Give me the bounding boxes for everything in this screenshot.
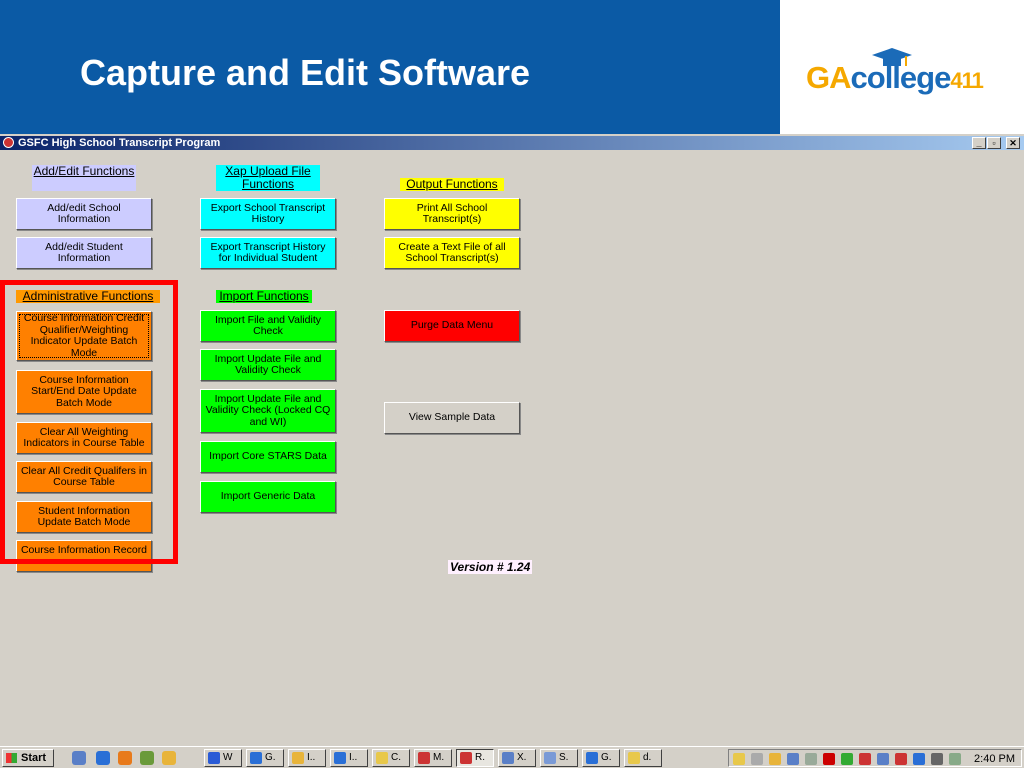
outlook-icon xyxy=(292,752,304,764)
admin-highlight-box xyxy=(0,280,178,564)
export-school-history-button[interactable]: Export School Transcript History xyxy=(200,198,336,230)
mail-icon[interactable] xyxy=(733,753,745,765)
taskbar-item[interactable]: X. xyxy=(498,749,536,767)
norton-icon[interactable] xyxy=(823,753,835,765)
xap-upload-functions-label: Xap Upload File Functions xyxy=(216,165,320,191)
window-titlebar[interactable]: GSFC High School Transcript Program _ ▫ … xyxy=(0,136,1024,150)
start-button[interactable]: Start xyxy=(2,749,54,767)
shield-icon[interactable] xyxy=(859,753,871,765)
app-icon xyxy=(460,752,472,764)
export-student-history-button[interactable]: Export Transcript History for Individual… xyxy=(200,237,336,269)
taskbar-item[interactable]: d. xyxy=(624,749,662,767)
windows-flag-icon xyxy=(6,753,17,763)
clear-credit-qualifiers-button[interactable]: Clear All Credit Qualifers in Course Tab… xyxy=(16,461,152,493)
taskbar-item[interactable]: G. xyxy=(246,749,284,767)
import-core-stars-button[interactable]: Import Core STARS Data xyxy=(200,441,336,473)
taskbar-item[interactable]: C. xyxy=(372,749,410,767)
print-all-transcripts-button[interactable]: Print All School Transcript(s) xyxy=(384,198,520,230)
mail-icon xyxy=(628,752,640,764)
import-validity-button[interactable]: Import File and Validity Check xyxy=(200,310,336,342)
clock: 2:40 PM xyxy=(974,753,1015,765)
outlook-icon[interactable] xyxy=(769,753,781,765)
printer-icon[interactable] xyxy=(751,753,763,765)
ie-icon xyxy=(334,752,346,764)
logo-text: GAcollege411 xyxy=(806,60,984,95)
output-functions-label: Output Functions xyxy=(400,178,504,191)
taskbar-item-active[interactable]: R. xyxy=(456,749,494,767)
view-sample-data-button[interactable]: View Sample Data xyxy=(384,402,520,434)
clear-weighting-indicators-button[interactable]: Clear All Weighting Indicators in Course… xyxy=(16,422,152,454)
monitor-icon[interactable] xyxy=(787,753,799,765)
app-quicklaunch-icon[interactable] xyxy=(140,751,154,765)
import-generic-data-button[interactable]: Import Generic Data xyxy=(200,481,336,513)
outlook-icon[interactable] xyxy=(162,751,176,765)
firefox-icon[interactable] xyxy=(118,751,132,765)
close-button[interactable]: ✕ xyxy=(1006,137,1020,149)
restore-button[interactable]: ▫ xyxy=(987,137,1001,149)
graduation-cap-icon xyxy=(872,48,912,66)
course-info-dates-batch-button[interactable]: Course Information Start/End Date Update… xyxy=(16,370,152,414)
administrative-functions-label: Administrative Functions xyxy=(16,290,160,303)
window-icon xyxy=(502,752,514,764)
folder-icon xyxy=(376,752,388,764)
word-icon xyxy=(208,752,220,764)
taskbar-item[interactable]: G. xyxy=(582,749,620,767)
taskbar-item[interactable]: W xyxy=(204,749,242,767)
taskbar-item[interactable]: M. xyxy=(414,749,452,767)
pen-icon[interactable] xyxy=(805,753,817,765)
add-edit-school-button[interactable]: Add/edit School Information xyxy=(16,198,152,230)
access-icon xyxy=(418,752,430,764)
wireless-icon[interactable] xyxy=(949,753,961,765)
ie-icon xyxy=(586,752,598,764)
display-icon[interactable] xyxy=(931,753,943,765)
purge-data-menu-button[interactable]: Purge Data Menu xyxy=(384,310,520,342)
alert-icon[interactable] xyxy=(895,753,907,765)
slide-title: Capture and Edit Software xyxy=(80,52,531,93)
taskbar-item[interactable]: I.. xyxy=(330,749,368,767)
ie-icon[interactable] xyxy=(96,751,110,765)
create-text-file-button[interactable]: Create a Text File of all School Transcr… xyxy=(384,237,520,269)
import-update-validity-button[interactable]: Import Update File and Validity Check xyxy=(200,349,336,381)
check-icon[interactable] xyxy=(841,753,853,765)
ie-icon xyxy=(250,752,262,764)
globe-icon[interactable] xyxy=(913,753,925,765)
course-info-credit-batch-button[interactable]: Course Information Credit Qualifier/Weig… xyxy=(16,311,152,361)
show-desktop-icon[interactable] xyxy=(72,751,86,765)
course-info-record-button[interactable]: Course Information Record xyxy=(16,540,152,572)
network-icon[interactable] xyxy=(877,753,889,765)
version-label: Version # 1.24 xyxy=(448,560,533,574)
gacollege-logo: GAcollege411 xyxy=(780,0,1024,134)
window-title: GSFC High School Transcript Program xyxy=(18,137,221,149)
student-info-batch-button[interactable]: Student Information Update Batch Mode xyxy=(16,501,152,533)
system-tray: 2:40 PM xyxy=(728,749,1022,767)
import-update-locked-button[interactable]: Import Update File and Validity Check (L… xyxy=(200,389,336,433)
window-icon xyxy=(544,752,556,764)
taskbar-item[interactable]: S. xyxy=(540,749,578,767)
app-icon xyxy=(3,137,14,148)
add-edit-functions-label: Add/Edit Functions xyxy=(32,165,136,191)
minimize-button[interactable]: _ xyxy=(972,137,986,149)
taskbar: Start W G. I.. I.. C. M. R. X. S. G. d. … xyxy=(0,746,1024,768)
add-edit-student-button[interactable]: Add/edit Student Information xyxy=(16,237,152,269)
taskbar-item[interactable]: I.. xyxy=(288,749,326,767)
import-functions-label: Import Functions xyxy=(216,290,312,303)
